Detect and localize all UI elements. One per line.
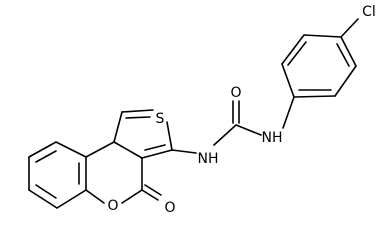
bond (293, 95, 336, 98)
bond (340, 18, 359, 38)
chlorine-label: Cl (362, 4, 376, 20)
bond (113, 141, 143, 159)
carbonyl-oxygen-label: O (164, 200, 175, 216)
bond (287, 41, 307, 66)
bond (85, 141, 115, 158)
benzo-ring (28, 141, 87, 209)
bond (281, 34, 305, 65)
bond (121, 189, 143, 204)
bond (144, 184, 162, 196)
bond (282, 96, 295, 129)
urea-linker (171, 100, 262, 154)
bond (35, 184, 57, 199)
urea-oxygen-label: O (230, 85, 241, 101)
bond (171, 149, 197, 154)
bond (28, 189, 58, 209)
bond (166, 121, 173, 151)
pyranone-ring (85, 141, 162, 204)
ring-oxygen-label: O (107, 198, 118, 214)
bond (55, 141, 87, 158)
right-nh-label: NH (262, 130, 283, 146)
bond (125, 116, 151, 119)
bond (121, 109, 154, 113)
bond (56, 189, 87, 209)
bond (85, 189, 105, 204)
bond (141, 149, 173, 159)
bond (303, 34, 342, 38)
bond (35, 150, 57, 163)
left-nh-label: NH (198, 151, 219, 167)
thiophene-ring (113, 109, 173, 159)
bond (340, 36, 357, 67)
chlorophenyl-ring (281, 18, 359, 129)
bond (141, 189, 159, 201)
bond (334, 65, 357, 97)
sulfur-label: S (156, 111, 165, 127)
bond (144, 144, 166, 151)
bond (113, 111, 123, 143)
bond (336, 43, 350, 67)
bond (281, 63, 295, 98)
bond (28, 141, 57, 158)
bond (213, 124, 237, 146)
bond (235, 124, 262, 136)
